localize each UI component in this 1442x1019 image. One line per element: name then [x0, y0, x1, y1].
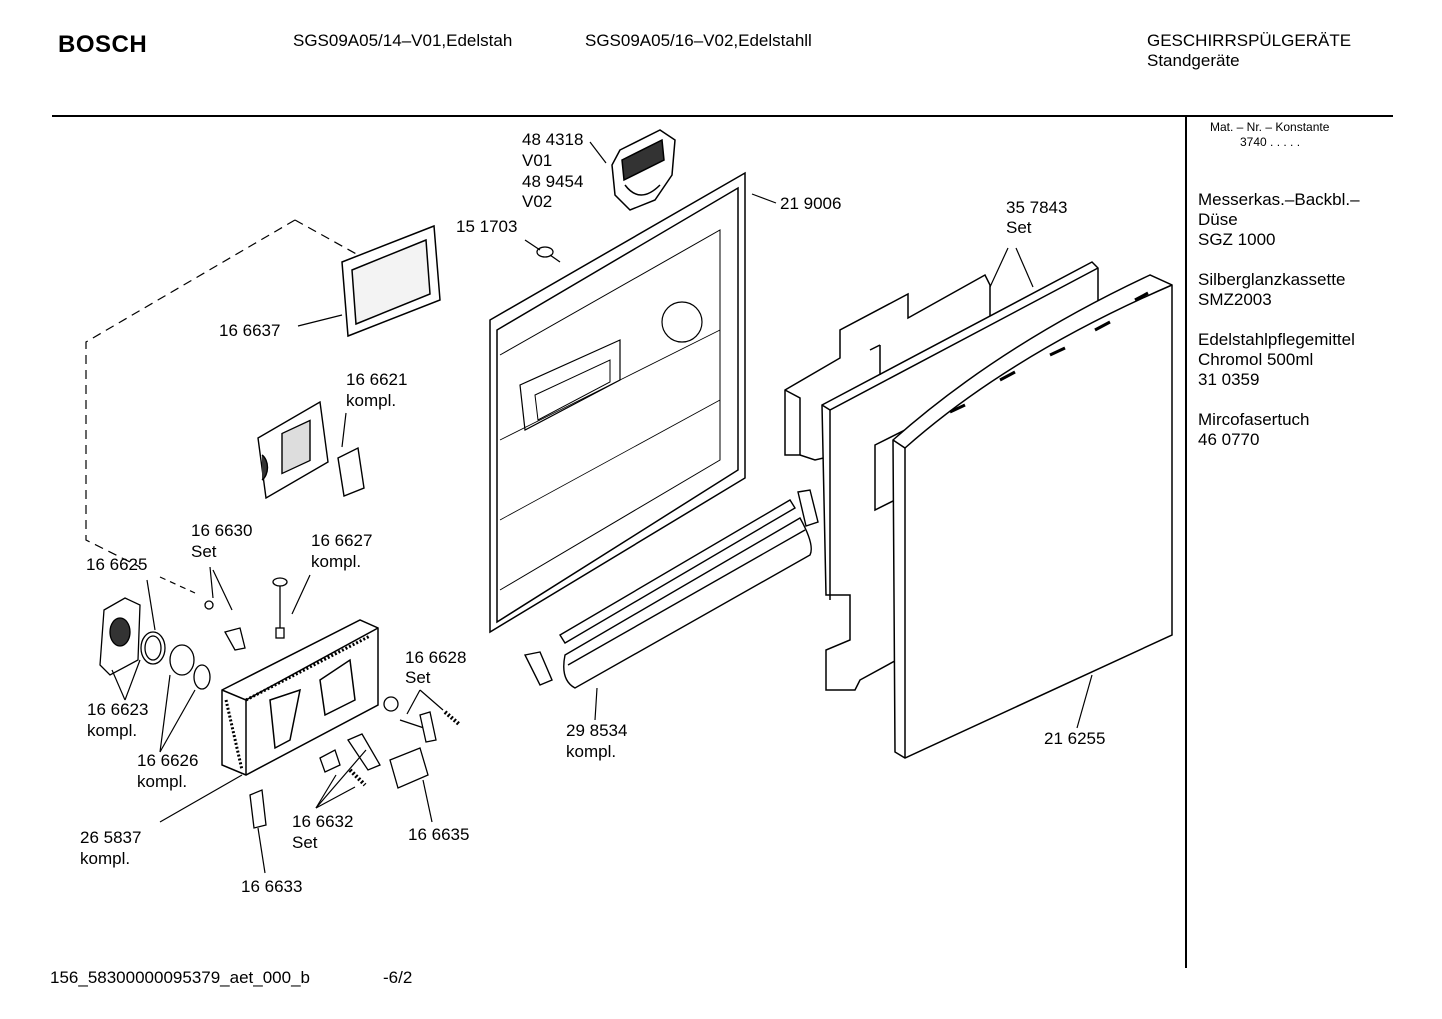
accessory-2: Silberglanzkassette SMZ2003 — [1198, 270, 1345, 310]
label-16-6627-kompl: kompl. — [311, 552, 361, 571]
accessory-4-line1: Mircofasertuch — [1198, 410, 1310, 429]
label-16-6628: 16 6628 — [405, 648, 466, 667]
mat-number-label: Mat. – Nr. – Konstante — [1210, 120, 1330, 134]
accessory-1: Messerkas.–Backbl.– Düse SGZ 1000 — [1198, 190, 1360, 250]
accessory-4-line2: 46 0770 — [1198, 430, 1260, 449]
bottom-strip — [523, 489, 819, 689]
label-35-7843: 35 7843 — [1006, 198, 1067, 217]
accessory-3-line2: Chromol 500ml — [1198, 350, 1314, 369]
hinge-part — [611, 129, 676, 211]
label-26-5837: 26 5837 — [80, 828, 141, 847]
accessory-1-line3: SGZ 1000 — [1198, 230, 1276, 249]
label-16-6630: 16 6630 — [191, 521, 252, 540]
accessory-3: Edelstahlpflegemittel Chromol 500ml 31 0… — [1198, 330, 1355, 390]
brand-logo: BOSCH — [58, 31, 148, 58]
label-16-6626: 16 6626 — [137, 751, 198, 770]
accessory-2-line1: Silberglanzkassette — [1198, 270, 1346, 289]
label-16-6625: 16 6625 — [86, 555, 147, 574]
label-48-4318: 48 4318 — [522, 130, 583, 149]
label-16-6635: 16 6635 — [408, 825, 469, 844]
label-29-8534: 29 8534 — [566, 721, 627, 740]
label-21-6255: 21 6255 — [1044, 729, 1105, 748]
label-15-1703: 15 1703 — [456, 217, 517, 236]
label-35-7843-set: Set — [1006, 218, 1032, 237]
label-29-8534-kompl: kompl. — [566, 742, 616, 761]
label-16-6632: 16 6632 — [292, 812, 353, 831]
part-labels: 48 4318 V01 48 9454 V02 21 9006 15 1703 … — [80, 130, 1105, 896]
label-16-6633: 16 6633 — [241, 877, 302, 896]
dispenser-small-parts — [99, 577, 462, 829]
label-16-6621: 16 6621 — [346, 370, 407, 389]
mat-number-value: 3740 . . . . . — [1240, 135, 1301, 149]
accessory-3-line3: 31 0359 — [1198, 370, 1260, 389]
label-16-6623: 16 6623 — [87, 700, 148, 719]
accessory-1-line1: Messerkas.–Backbl.– — [1198, 190, 1360, 209]
label-v02: V02 — [522, 192, 552, 211]
label-16-6623-kompl: kompl. — [87, 721, 137, 740]
accessory-4: Mircofasertuch 46 0770 — [1198, 410, 1309, 450]
document-id: 156_58300000095379_aet_000_b — [50, 968, 310, 987]
subcategory-title: Standgeräte — [1147, 51, 1240, 70]
label-16-6632-set: Set — [292, 833, 318, 852]
label-21-9006: 21 9006 — [780, 194, 841, 213]
dashed-guide-left — [85, 219, 296, 568]
leader-lines — [111, 141, 1093, 874]
screw-part — [536, 246, 561, 263]
label-26-5837-kompl: kompl. — [80, 849, 130, 868]
outer-door-panel — [892, 274, 1173, 759]
label-16-6630-set: Set — [191, 542, 217, 561]
label-16-6626-kompl: kompl. — [137, 772, 187, 791]
label-v01: V01 — [522, 151, 552, 170]
accessory-2-line2: SMZ2003 — [1198, 290, 1272, 309]
accessory-3-line1: Edelstahlpflegemittel — [1198, 330, 1355, 349]
label-16-6627: 16 6627 — [311, 531, 372, 550]
label-16-6621-kompl: kompl. — [346, 391, 396, 410]
accessory-1-line2: Düse — [1198, 210, 1238, 229]
model-1: SGS09A05/14–V01,Edelstah — [293, 31, 513, 50]
label-16-6628-set: Set — [405, 668, 431, 687]
dashed-guide-small — [159, 576, 196, 594]
inner-door-panel — [489, 171, 746, 634]
page-number: -6/2 — [383, 968, 413, 987]
dispenser-body — [221, 619, 379, 776]
label-48-9454: 48 9454 — [522, 172, 583, 191]
category-title: GESCHIRRSPÜLGERÄTE — [1147, 31, 1352, 50]
dashed-guide-top — [294, 219, 361, 257]
detergent-cover — [257, 400, 365, 500]
model-2: SGS09A05/16–V02,Edelstahll — [585, 31, 812, 50]
label-16-6637: 16 6637 — [219, 321, 280, 340]
gasket-frame — [341, 224, 441, 338]
